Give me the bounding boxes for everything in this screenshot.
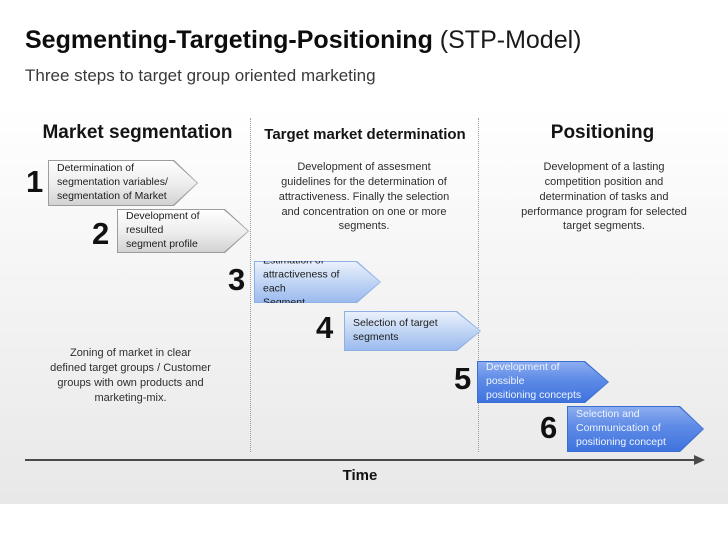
column-divider-1 [250, 118, 251, 452]
column-header-market-segmentation: Market segmentation [42, 122, 233, 143]
column-description-positioning: Development of a lasting competition pos… [521, 161, 687, 233]
step-3-arrow-fill [255, 262, 380, 302]
column-header-target-market-determination: Target market determination [264, 126, 466, 143]
step-6-arrow-fill [568, 407, 703, 451]
step-6-label: Selection and Communication of positioni… [576, 408, 666, 448]
step-1-number: 1 [26, 164, 44, 199]
column-header-positioning: Positioning [550, 122, 655, 143]
step-2-arrow-fill [118, 210, 248, 252]
step-5-number: 5 [454, 361, 472, 396]
time-axis-line [25, 459, 695, 461]
step-4-arrow-fill [345, 312, 480, 350]
step-2-number: 2 [92, 216, 110, 251]
step-4-arrow: Selection of target segments [344, 311, 481, 351]
step-5-arrow: Development of possible positioning conc… [477, 361, 609, 403]
step-5-arrow-fill [478, 362, 608, 402]
step-5-label: Development of possible positioning conc… [486, 361, 582, 401]
step-2-label: Development of resulted segment profile [126, 210, 200, 250]
page-title-suffix: (STP-Model) [432, 26, 582, 54]
step-3-label: Estimation of attractiveness of each Seg… [263, 268, 340, 308]
page-subtitle: Three steps to target group oriented mar… [25, 66, 376, 85]
step-6-arrow: Selection and Communication of positioni… [567, 406, 704, 452]
column-description-target-market-determination: Development of assesment guidelines for … [278, 161, 450, 233]
step-3-arrow: Estimation of attractiveness of each Seg… [254, 261, 381, 303]
time-axis-arrowhead-icon [694, 455, 705, 465]
page-title: Segmenting-Targeting-Positioning (STP-Mo… [25, 26, 582, 55]
step-4-label: Selection of target segments [353, 317, 438, 343]
step-4-number: 4 [316, 310, 334, 345]
step-2-arrow: Development of resulted segment profile [117, 209, 249, 253]
time-axis-label: Time [342, 467, 378, 484]
column-divider-2 [478, 118, 479, 452]
page-title-main: Segmenting-Targeting-Positioning [25, 26, 433, 54]
step-1-arrow-fill [49, 161, 197, 205]
step-3-number: 3 [228, 262, 246, 297]
step-6-number: 6 [540, 410, 558, 445]
step-1-arrow: Determination of segmentation variables/… [48, 160, 198, 206]
column-description-market-segmentation: Zoning of market in clear defined target… [50, 347, 211, 404]
step-1-label: Determination of segmentation variables/… [57, 162, 168, 202]
